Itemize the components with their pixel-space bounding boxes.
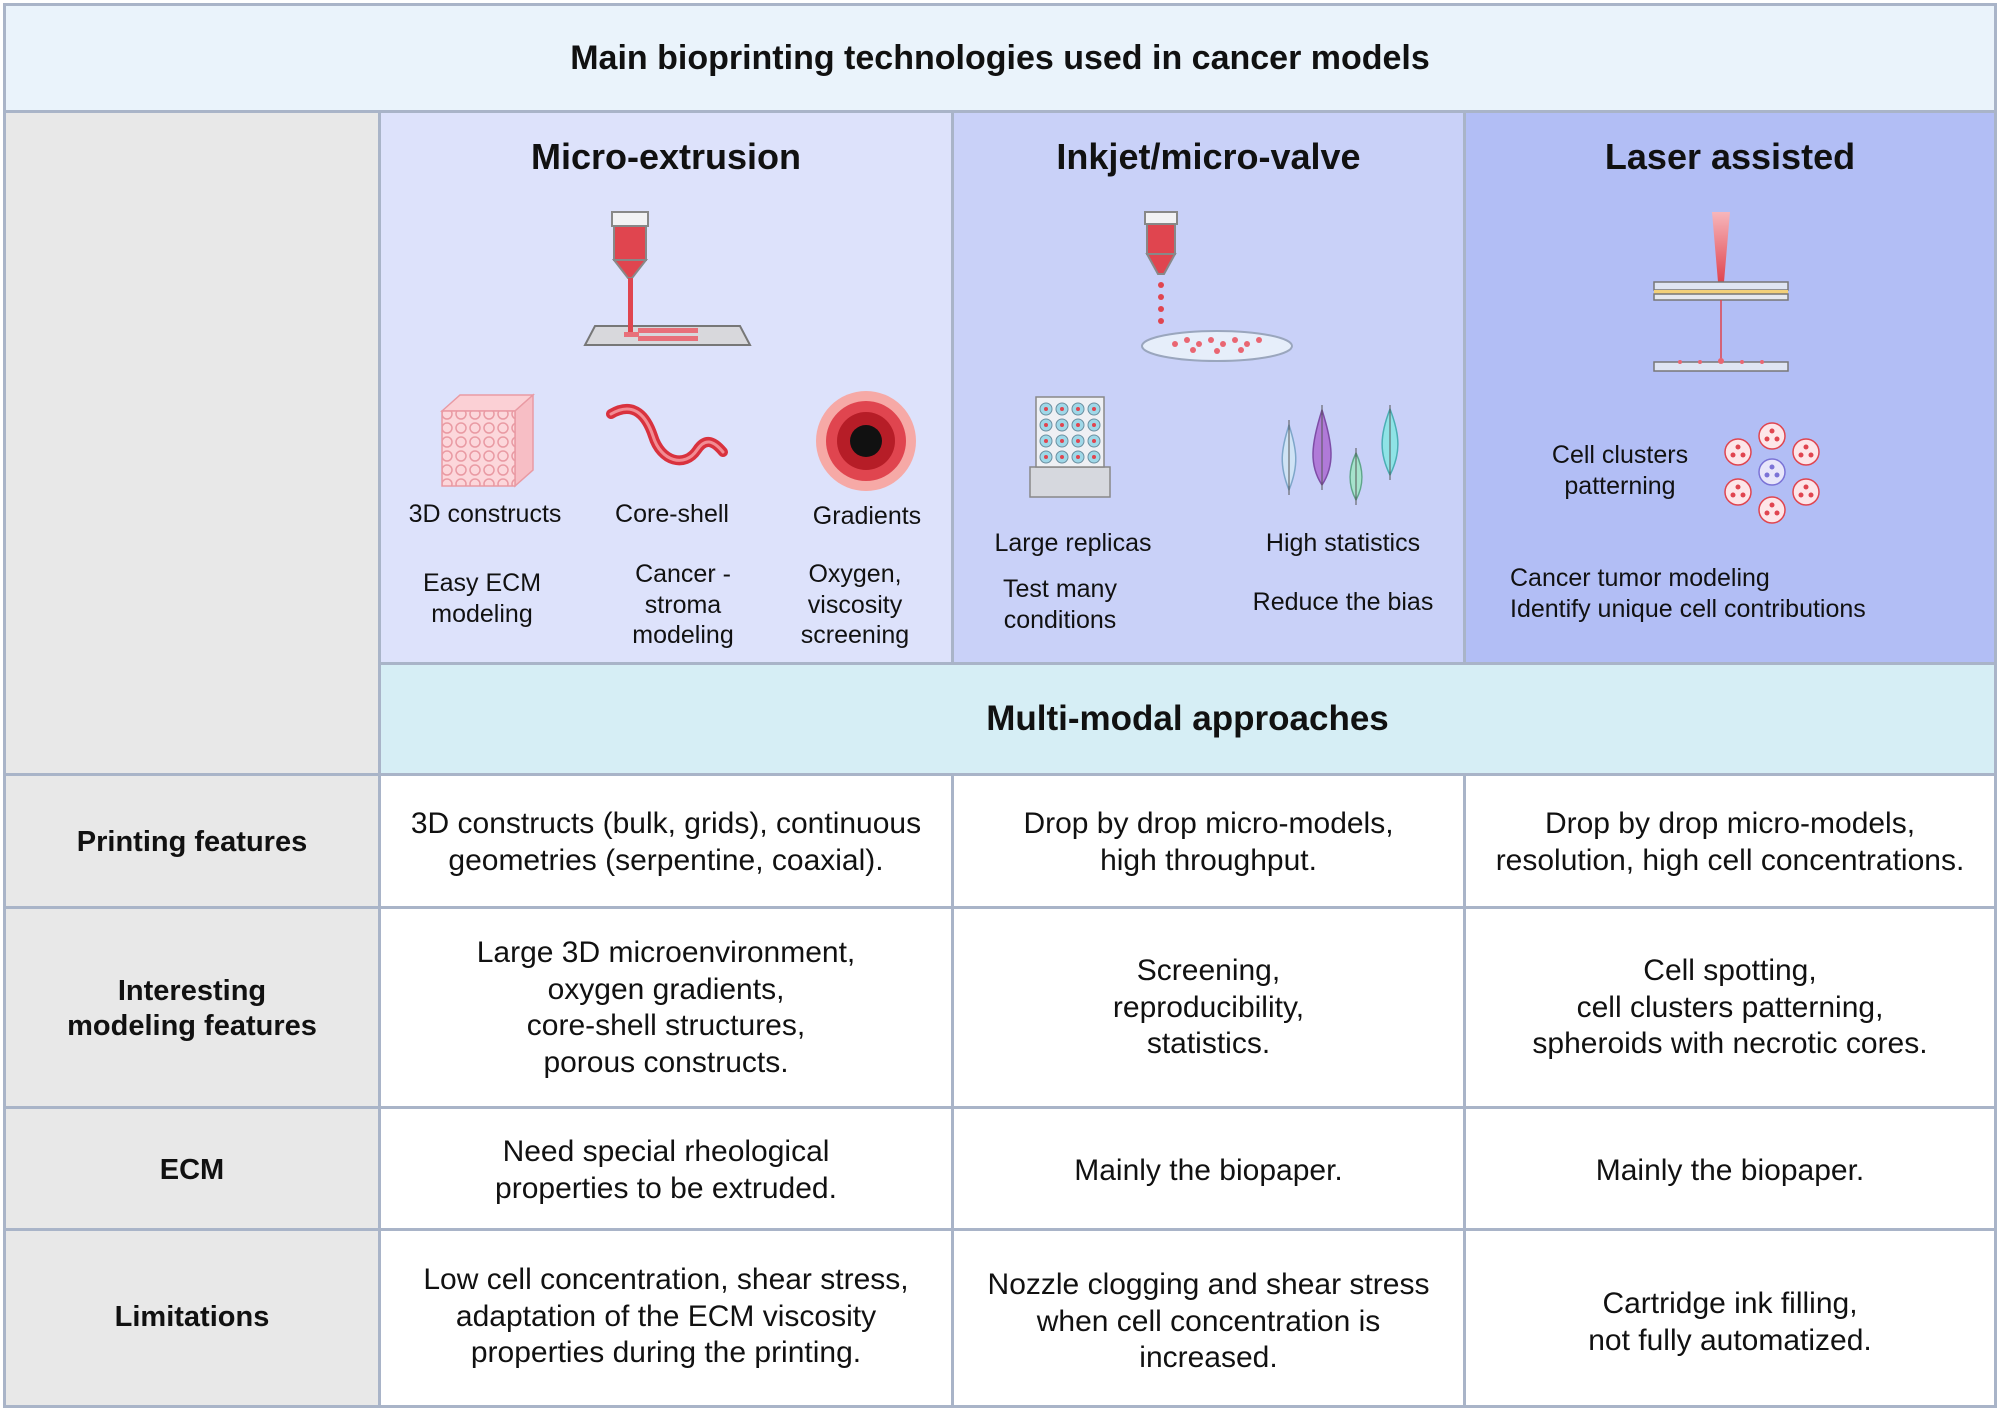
left-header-block xyxy=(3,110,381,776)
item-desc-3d-constructs: Easy ECM modeling xyxy=(422,569,542,628)
row-header-label-ecm: ECM xyxy=(159,1154,225,1186)
extrusion-printer-icon xyxy=(583,211,752,346)
cell-text: Need special rheological properties to b… xyxy=(495,1135,837,1205)
column-title-inkjet: Inkjet/micro-valve xyxy=(1056,136,1361,177)
item-desc-gradients: Oxygen, viscosity screening xyxy=(800,560,910,649)
cell-text: Drop by drop micro-models, high throughp… xyxy=(1023,807,1394,877)
cell-text: 3D constructs (bulk, grids), continuous … xyxy=(410,807,922,877)
laser-desc: Cancer tumor modeling Identify unique ce… xyxy=(1510,564,1866,623)
table-cell xyxy=(1463,906,1997,1109)
cell-text: Large 3D microenvironment, oxygen gradie… xyxy=(476,936,856,1079)
table-cell xyxy=(378,1106,954,1231)
cell-text: Cell spotting, cell clusters patterning,… xyxy=(1532,954,1928,1061)
item-desc-large-replicas: Test many conditions xyxy=(1003,575,1117,634)
item-label-high-statistics: High statistics xyxy=(1265,529,1421,557)
row-header-label-limitations: Limitations xyxy=(114,1301,270,1333)
table-cell xyxy=(951,1228,1466,1408)
column-title-micro-extrusion: Micro-extrusion xyxy=(530,136,802,177)
cell-text: Drop by drop micro-models, resolution, h… xyxy=(1495,807,1965,877)
item-label-core-shell: Core-shell xyxy=(615,500,729,528)
cell-cluster-icon xyxy=(1724,422,1820,524)
row-header-label-modeling: Interesting modeling features xyxy=(67,975,317,1043)
laser-printer-icon xyxy=(1653,212,1789,372)
table-cell xyxy=(1463,1106,1997,1231)
cell-text: Mainly the biopaper. xyxy=(1595,1154,1865,1187)
table-cell xyxy=(1463,1228,1997,1408)
cell-text: Screening, reproducibility, statistics. xyxy=(1112,954,1305,1061)
violin-plot-icon xyxy=(1281,405,1399,505)
core-shell-fiber-icon xyxy=(606,404,728,466)
well-plate-icon xyxy=(1029,396,1111,498)
column-micro-extrusion xyxy=(378,110,954,665)
gradient-rings-icon xyxy=(816,391,916,491)
item-label-large-replicas: Large replicas xyxy=(994,529,1152,557)
table-cell xyxy=(378,1228,954,1408)
item-label-cell-clusters: Cell clusters patterning xyxy=(1551,441,1689,500)
inkjet-printer-icon xyxy=(1141,211,1293,362)
title-bar xyxy=(3,3,1997,113)
cell-text: Cartridge ink filling, not fully automat… xyxy=(1588,1287,1872,1357)
row-header-label-printing: Printing features xyxy=(76,826,308,858)
cell-text: Nozzle clogging and shear stress when ce… xyxy=(987,1268,1430,1375)
item-label-3d-constructs: 3D constructs xyxy=(408,500,562,528)
page-title: Main bioprinting technologies used in ca… xyxy=(570,39,1430,77)
column-laser xyxy=(1463,110,1997,665)
cube-icon xyxy=(440,393,535,488)
item-desc-core-shell: Cancer - stroma modeling xyxy=(632,560,734,649)
multimodal-label: Multi-modal approaches xyxy=(986,699,1389,738)
row-header-modeling xyxy=(3,906,381,1109)
cell-text: Low cell concentration, shear stress, ad… xyxy=(423,1263,909,1370)
column-title-laser: Laser assisted xyxy=(1604,136,1856,177)
item-desc-high-statistics: Reduce the bias xyxy=(1252,588,1434,616)
cell-text: Mainly the biopaper. xyxy=(1074,1154,1343,1187)
item-label-gradients: Gradients xyxy=(812,502,922,530)
